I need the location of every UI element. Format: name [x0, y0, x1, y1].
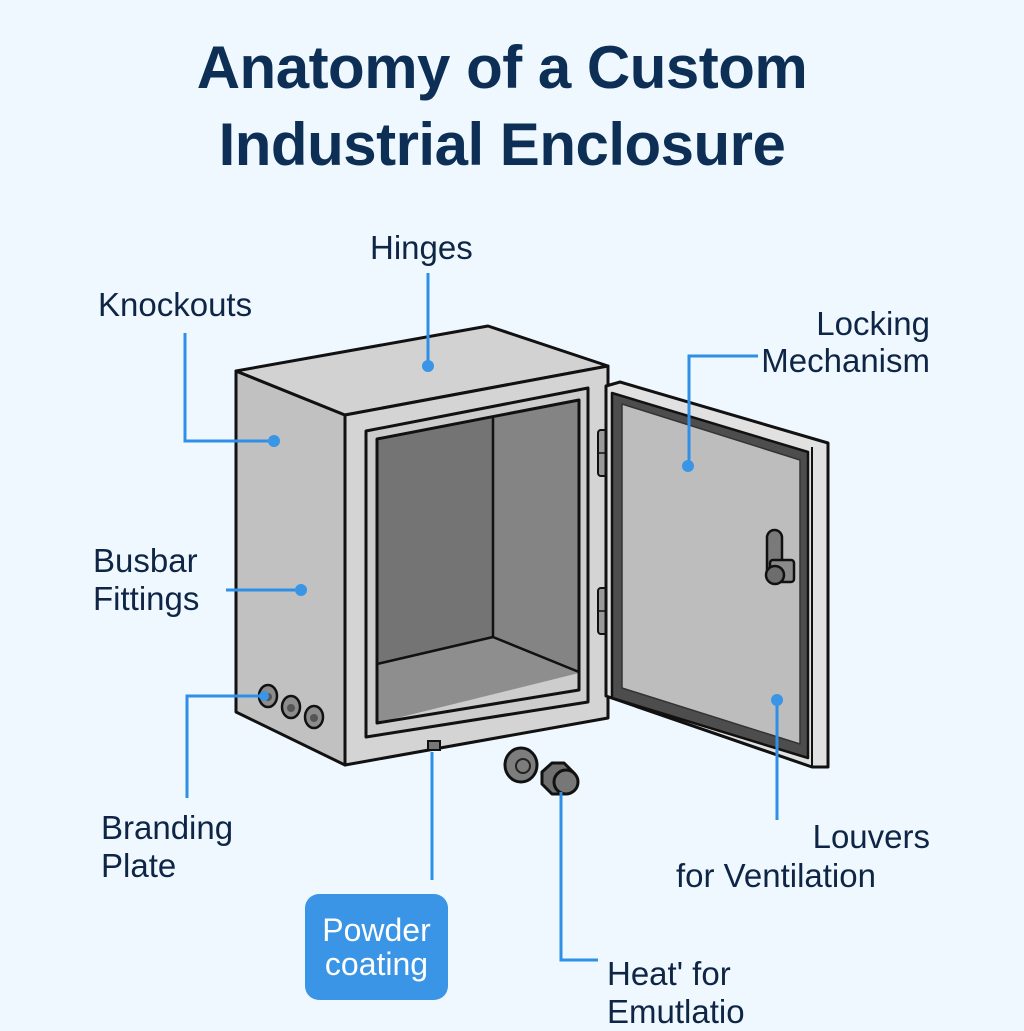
interior-left-wall — [377, 418, 493, 664]
label-branding-line-2: Plate — [101, 847, 177, 884]
label-heat-line-2: Emutlatio — [607, 993, 745, 1030]
callout-dots — [259, 360, 783, 706]
label-louvers-line-1: Louvers — [812, 818, 930, 855]
powder-coating-badge: Powder coating — [305, 894, 448, 1000]
latch-icon — [764, 528, 796, 586]
title-line-1: Anatomy of a Custom — [196, 34, 808, 101]
interior-outline — [375, 398, 581, 725]
interior-floor — [377, 637, 579, 723]
cable-gland-icon — [503, 746, 580, 796]
knockout-plugs-icon — [257, 683, 325, 730]
leader-knockouts — [183, 333, 273, 443]
label-locking-line-1: Locking — [816, 305, 930, 342]
leader-branding — [185, 694, 264, 798]
label-busbar-line-1: Busbar — [93, 542, 198, 579]
door — [604, 380, 830, 769]
label-louvers-line-2: for Ventilation — [676, 857, 876, 894]
bottom-tab — [427, 740, 441, 751]
label-busbar-line-2: Fittings — [93, 580, 200, 617]
leader-lines — [183, 273, 779, 962]
label-locking-line-2: Mechanism — [761, 342, 930, 379]
label-branding-line-1: Branding — [101, 809, 234, 846]
label-hinges: Hinges — [370, 229, 473, 266]
title-line-2: Industrial Enclosure — [218, 111, 786, 178]
badge-line-1: Powder — [322, 912, 431, 948]
interior-right-wall — [493, 400, 579, 673]
leader-locking — [687, 354, 758, 466]
label-knockouts: Knockouts — [98, 286, 253, 323]
label-heat-line-1: Heat' for — [607, 955, 731, 992]
leader-heat — [559, 792, 598, 962]
badge-line-2: coating — [324, 946, 429, 982]
